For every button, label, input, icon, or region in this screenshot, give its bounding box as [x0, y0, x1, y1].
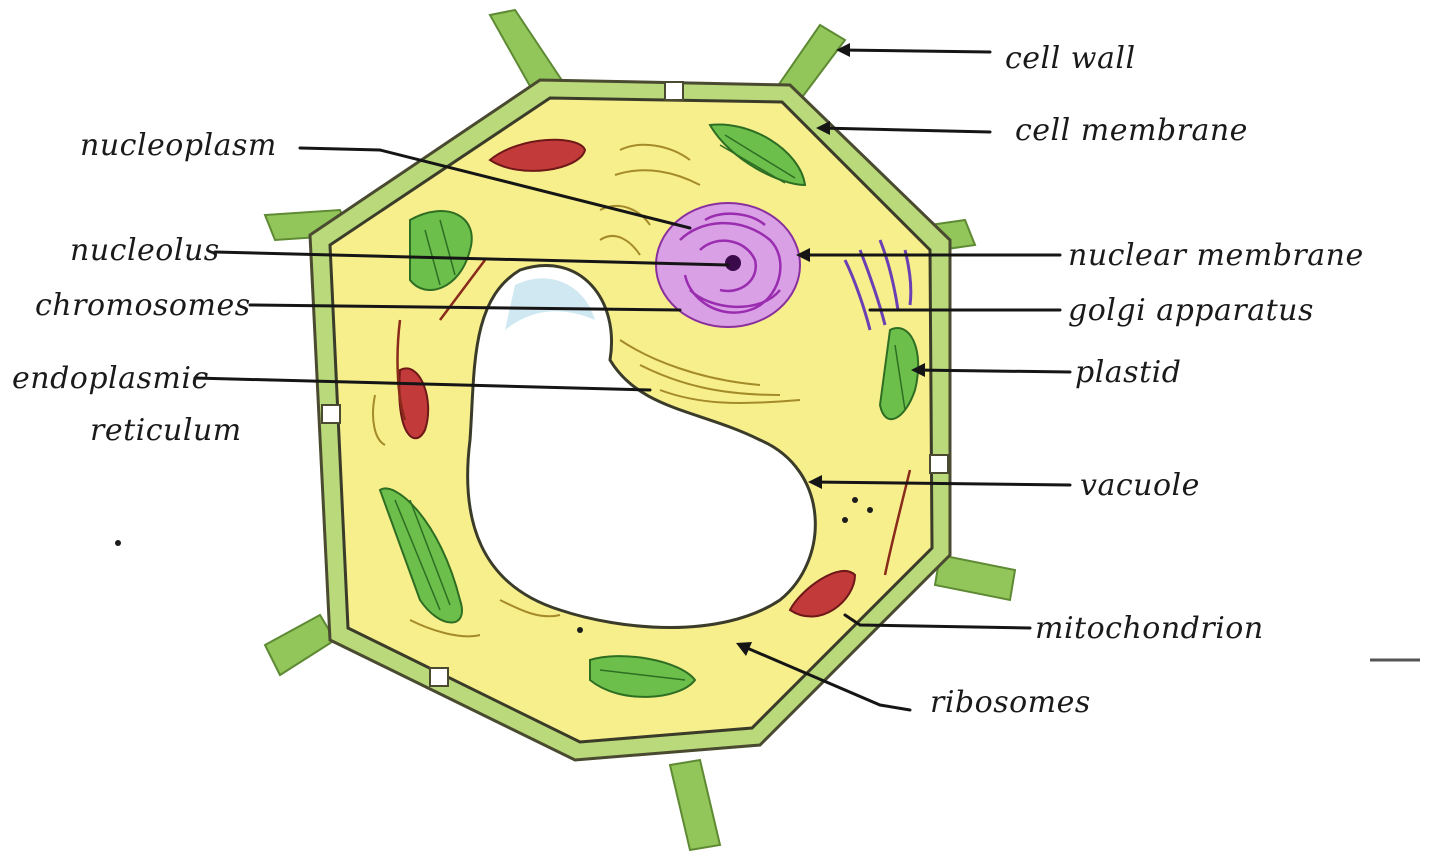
label-nucleoplasm: nucleoplasm: [80, 128, 277, 163]
leader-cell-wall: [840, 50, 990, 52]
label-ribosomes: ribosomes: [930, 685, 1091, 720]
label-plastid: plastid: [1075, 355, 1181, 390]
nucleolus: [725, 255, 741, 271]
label-cell-wall: cell wall: [1005, 41, 1136, 76]
leader-plastid: [915, 370, 1070, 372]
label-mitochondrion: mitochondrion: [1035, 611, 1264, 646]
label-reticulum: reticulum: [90, 413, 242, 448]
label-chromosomes: chromosomes: [35, 288, 251, 323]
label-nucleolus: nucleolus: [70, 233, 220, 268]
label-nuclear-membrane: nuclear membrane: [1068, 238, 1364, 273]
leader-cell-membrane: [820, 128, 990, 132]
label-endoplasmic: endoplasmic: [12, 361, 209, 396]
label-golgi: golgi apparatus: [1068, 293, 1314, 328]
label-cell-membrane: cell membrane: [1015, 113, 1248, 148]
label-vacuole: vacuole: [1080, 468, 1200, 503]
